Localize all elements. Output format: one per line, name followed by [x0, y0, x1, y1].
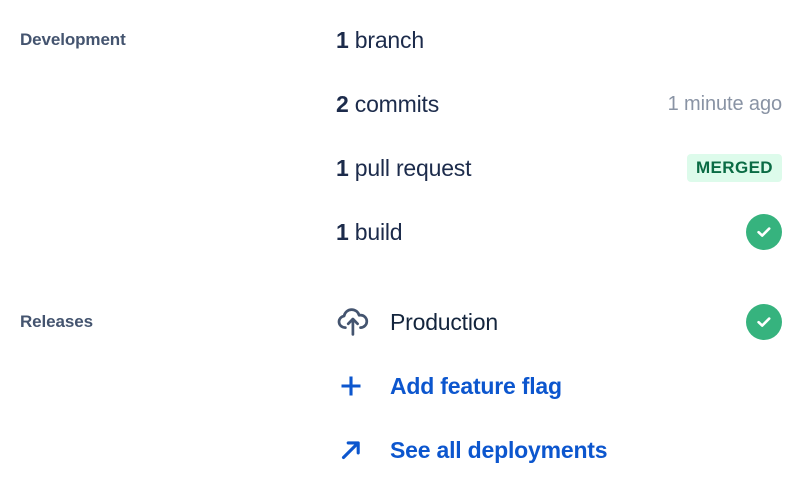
build-noun: build — [348, 218, 403, 245]
branch-count: 1 — [336, 26, 349, 53]
pull-request-count: 1 — [336, 154, 349, 181]
releases-row-add-feature-flag-content: Add feature flag — [336, 371, 638, 401]
development-row-pull-request[interactable]: 1 pull request MERGED — [0, 136, 808, 200]
branch-text[interactable]: 1 branch — [336, 27, 424, 54]
development-row-pull-request-content: 1 pull request — [336, 155, 638, 182]
releases-row-see-all-deployments-content: See all deployments — [336, 435, 638, 465]
commits-status: 1 minute ago — [638, 93, 808, 116]
build-status — [638, 214, 808, 250]
commits-timestamp: 1 minute ago — [667, 92, 783, 115]
development-section-label: Development — [20, 30, 126, 49]
pull-request-noun: pull request — [348, 154, 472, 181]
releases-row-see-all-deployments[interactable]: See all deployments — [0, 418, 808, 482]
releases-row-production-content: Production — [336, 307, 638, 337]
build-count: 1 — [336, 218, 349, 245]
build-text[interactable]: 1 build — [336, 218, 403, 246]
production-status — [638, 304, 808, 340]
releases-section-label: Releases — [20, 312, 93, 331]
pull-request-status: MERGED — [638, 154, 808, 182]
development-row-commits[interactable]: 2 commits 1 minute ago — [0, 72, 808, 136]
plus-icon — [336, 371, 390, 401]
production-success-check-icon — [746, 304, 782, 340]
cloud-upload-icon — [336, 307, 390, 337]
commits-noun: commits — [348, 90, 439, 117]
see-all-deployments-link[interactable]: See all deployments — [390, 436, 608, 463]
development-row-commits-content: 2 commits — [336, 91, 638, 118]
commits-count: 2 — [336, 90, 349, 117]
status-badge-merged: MERGED — [686, 154, 782, 182]
commits-text[interactable]: 2 commits — [336, 91, 439, 118]
arrow-up-right-icon — [336, 435, 390, 465]
development-row-build-content: 1 build — [336, 219, 638, 246]
pull-request-text[interactable]: 1 pull request — [336, 155, 471, 182]
releases-row-add-feature-flag[interactable]: Add feature flag — [0, 354, 808, 418]
releases-row-production[interactable]: Releases Production — [0, 290, 808, 354]
development-row-build[interactable]: 1 build — [0, 200, 808, 264]
development-row-branch[interactable]: Development 1 branch — [0, 8, 808, 72]
branch-noun: branch — [348, 26, 424, 53]
build-success-check-icon — [746, 214, 782, 250]
add-feature-flag-link[interactable]: Add feature flag — [390, 372, 562, 399]
development-row-branch-content: 1 branch — [336, 27, 638, 54]
production-label[interactable]: Production — [390, 308, 498, 335]
